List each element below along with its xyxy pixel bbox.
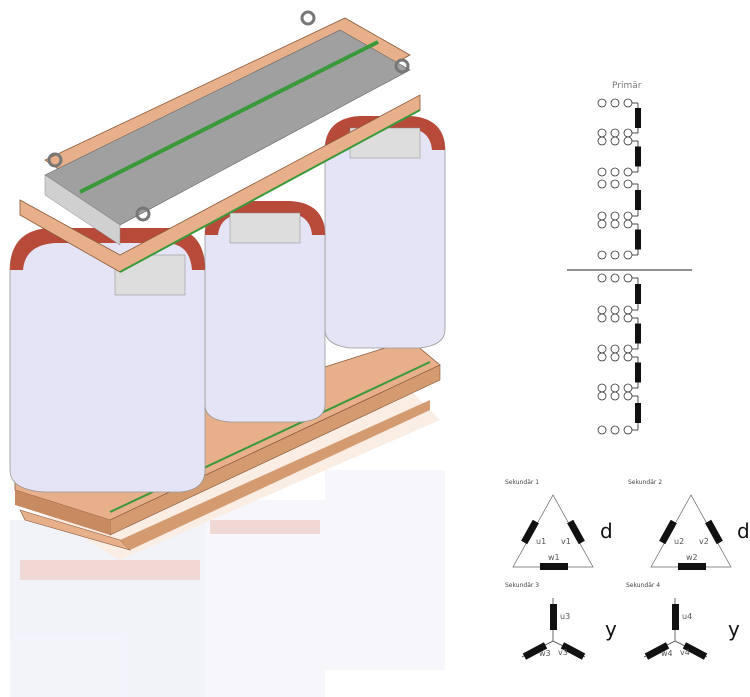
terminal	[623, 391, 633, 401]
lifting-eye-icon	[47, 152, 63, 168]
primary-winding	[635, 146, 641, 167]
terminal	[623, 273, 633, 283]
primary-winding	[635, 284, 641, 304]
terminal	[623, 383, 633, 393]
connection-symbol: d	[737, 519, 750, 543]
secondary-4-title: Sekundär 4	[626, 582, 660, 589]
terminal	[610, 211, 620, 221]
primary-winding	[635, 229, 641, 250]
terminal	[623, 167, 633, 177]
terminal	[597, 352, 607, 362]
secondary-3-title: Sekundär 3	[505, 582, 539, 589]
coil-left	[9, 228, 206, 493]
primary-schematic: Primär	[567, 81, 692, 435]
secondary-2-title: Sekundär 2	[628, 479, 662, 486]
top-frame	[19, 10, 421, 273]
secondary-1-delta: Sekundär 1 u1 v1 w1 d	[505, 479, 613, 570]
terminal	[610, 391, 620, 401]
terminal	[610, 305, 620, 315]
terminal	[610, 136, 620, 146]
terminal	[597, 391, 607, 401]
primary-winding	[635, 403, 641, 423]
terminal	[623, 425, 633, 435]
primary-winding	[635, 190, 641, 210]
secondary-3-star: Sekundär 3 u3 v3 w3 y	[505, 582, 617, 660]
terminal	[610, 250, 620, 260]
lifting-eye-icon	[394, 58, 410, 74]
winding-label: u1	[536, 537, 546, 546]
terminal	[597, 211, 607, 221]
terminal	[597, 344, 607, 354]
winding-label: v4	[680, 648, 690, 657]
terminal	[610, 425, 620, 435]
terminal	[623, 179, 633, 189]
connection-symbol: d	[600, 519, 613, 543]
terminal	[610, 352, 620, 362]
terminal	[623, 98, 633, 108]
winding-label: v2	[699, 537, 709, 546]
winding-label: u3	[560, 612, 570, 621]
terminal	[597, 136, 607, 146]
winding-label: w2	[686, 553, 698, 562]
secondary-4-star: Sekundär 4 u4 v4 w4 y	[626, 582, 740, 660]
terminal	[623, 313, 633, 323]
terminal	[610, 219, 620, 229]
terminal	[597, 273, 607, 283]
winding-label: w1	[548, 553, 560, 562]
terminal	[597, 313, 607, 323]
winding-label: v1	[561, 537, 571, 546]
lifting-eye-icon	[300, 10, 316, 26]
terminal	[623, 219, 633, 229]
primary-winding	[635, 323, 641, 344]
terminal	[610, 128, 620, 138]
winding-label: w4	[661, 649, 673, 658]
terminal	[623, 136, 633, 146]
terminal	[610, 98, 620, 108]
winding-label: v3	[558, 648, 568, 657]
terminal	[610, 179, 620, 189]
terminal	[623, 352, 633, 362]
terminal	[610, 383, 620, 393]
terminal	[623, 128, 633, 138]
terminal	[610, 344, 620, 354]
terminal	[597, 383, 607, 393]
secondary-2-delta: Sekundär 2 u2 v2 w2 d	[628, 479, 750, 570]
connection-symbol: y	[728, 617, 740, 641]
primary-winding	[635, 108, 641, 128]
terminal	[597, 98, 607, 108]
primary-winding	[635, 362, 641, 383]
terminal	[597, 305, 607, 315]
winding-label: u4	[682, 612, 692, 621]
coil-right	[324, 116, 446, 349]
terminal	[610, 167, 620, 177]
primary-title: Primär	[612, 81, 642, 91]
terminal	[610, 273, 620, 283]
lifting-eye-icon	[135, 206, 151, 222]
winding-label: u2	[674, 537, 684, 546]
terminal	[610, 313, 620, 323]
terminal	[597, 219, 607, 229]
terminal	[597, 425, 607, 435]
connection-symbol: y	[605, 617, 617, 641]
terminal	[623, 344, 633, 354]
terminal	[597, 179, 607, 189]
secondary-1-title: Sekundär 1	[505, 479, 539, 486]
terminal	[597, 128, 607, 138]
terminal	[623, 305, 633, 315]
terminal	[597, 250, 607, 260]
winding-label: w3	[539, 649, 551, 658]
terminal	[623, 250, 633, 260]
coil-middle	[204, 201, 326, 423]
terminal	[623, 211, 633, 221]
terminal	[597, 167, 607, 177]
